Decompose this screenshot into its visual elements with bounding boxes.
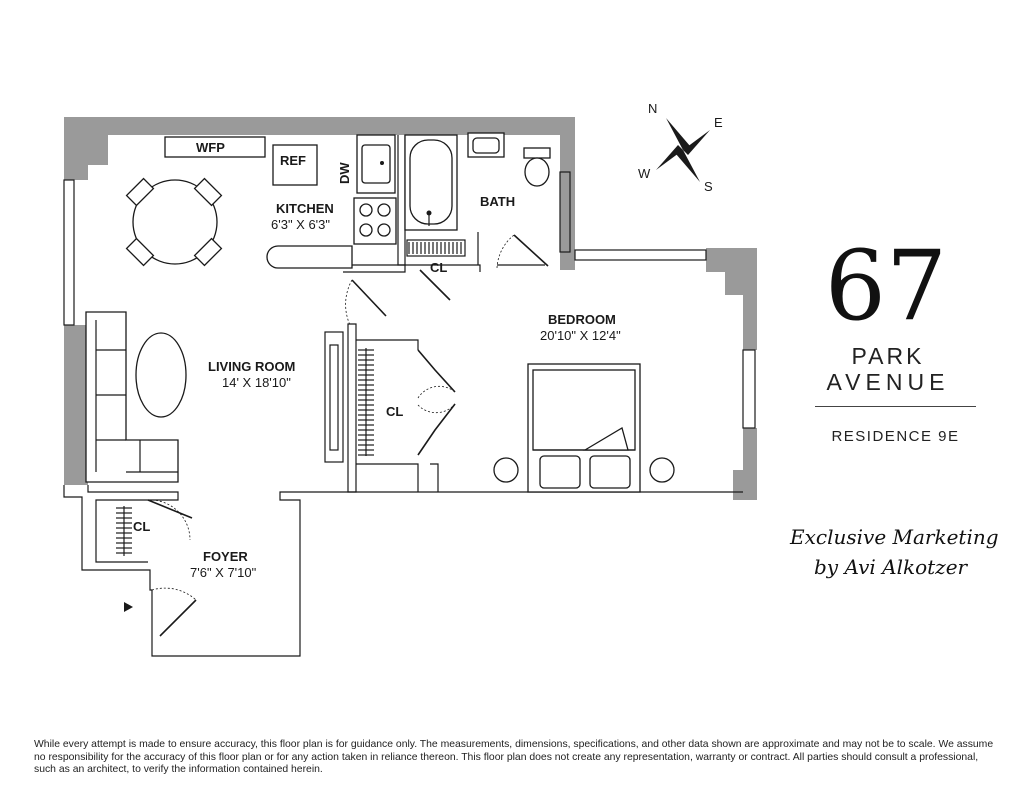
compass-n: N	[648, 101, 657, 116]
brand-divider	[815, 406, 976, 407]
foyer-size: 7'6" X 7'10"	[190, 565, 257, 580]
residence-label: RESIDENCE 9E	[831, 428, 960, 445]
label-cl-bedroom: CL	[386, 404, 403, 419]
bedroom-furniture	[493, 363, 675, 493]
building-name-line2: AVENUE	[826, 369, 950, 395]
exterior-walls	[64, 117, 757, 500]
kitchen-size: 6'3" X 6'3"	[271, 217, 330, 232]
label-cl-foyer: CL	[133, 519, 150, 534]
building-number: 67	[824, 230, 948, 342]
bath-name: BATH	[480, 194, 515, 209]
kitchen-fixtures	[164, 134, 397, 269]
label-ref: REF	[280, 153, 306, 168]
room-labels: WFP REF DW KITCHEN 6'3" X 6'3" BATH CL B…	[133, 140, 621, 580]
compass-rose: N E S W	[638, 101, 723, 194]
doors	[124, 234, 549, 637]
label-cl-bath: CL	[430, 260, 447, 275]
marketing-line1: Exclusive Marketing	[790, 525, 999, 549]
foyer-name: FOYER	[203, 549, 248, 564]
living-room-name: LIVING ROOM	[208, 359, 295, 374]
closet-shelves	[116, 239, 466, 556]
living-room-size: 14' X 18'10"	[222, 375, 291, 390]
windows	[63, 171, 756, 429]
compass-w: W	[638, 166, 651, 181]
label-wfp: WFP	[196, 140, 225, 155]
building-name-line1: PARK	[851, 343, 925, 369]
disclaimer-text: While every attempt is made to ensure ac…	[34, 739, 994, 775]
compass-e: E	[714, 115, 723, 130]
bath-fixtures	[404, 132, 551, 231]
compass-s: S	[704, 179, 713, 194]
living-furniture	[85, 177, 223, 483]
bedroom-size: 20'10" X 12'4"	[540, 328, 621, 343]
marketing-line2: by Avi Alkotzer	[814, 555, 968, 579]
marketing-signature: Exclusive Marketing by Avi Alkotzer	[790, 522, 1000, 582]
label-dw: DW	[337, 162, 352, 184]
kitchen-name: KITCHEN	[276, 201, 334, 216]
bedroom-name: BEDROOM	[548, 312, 616, 327]
